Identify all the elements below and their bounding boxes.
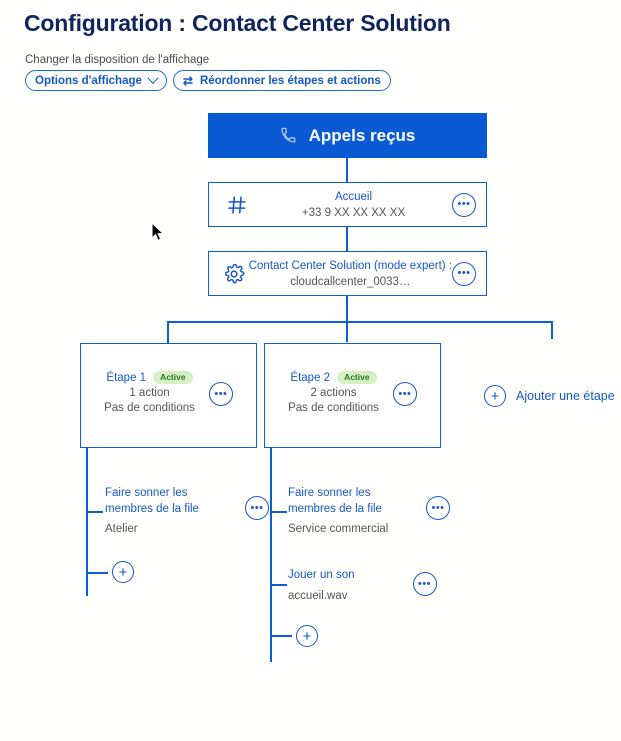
node-accueil[interactable]: Accueil +33 9 XX XX XX XX ••• [208, 182, 487, 227]
step-1-conditions: Pas de conditions [104, 402, 195, 414]
step-2-menu-button[interactable]: ••• [392, 382, 417, 406]
step-1-status-badge: Active [153, 371, 193, 384]
step-2-status-badge: Active [337, 371, 377, 384]
action-left-1-subtitle: Atelier [105, 523, 138, 536]
gear-icon [219, 263, 249, 285]
connector-branch-drop-left [167, 321, 169, 343]
node-contact-center-solution[interactable]: Contact Center Solution (mode expert) : … [208, 251, 487, 296]
page-title: Configuration : Contact Center Solution [24, 10, 451, 36]
reorder-steps-button[interactable]: ⇄ Réordonner les étapes et actions [172, 70, 391, 91]
action-left-1[interactable]: Faire sonner les membres de la file Atel… [105, 486, 269, 535]
action-right-1-menu-button[interactable]: ••• [426, 496, 450, 520]
action-right-2[interactable]: Jouer un son accueil.wav ••• [288, 568, 437, 602]
node-ccs-subtitle: cloudcallcenter_0033… [290, 275, 411, 288]
node-accueil-title: Accueil [334, 190, 373, 203]
connector-right-stub-1 [270, 511, 287, 513]
connector-ccs-trunk [346, 296, 348, 342]
action-left-1-menu-button[interactable]: ••• [245, 496, 269, 520]
step-card-1[interactable]: Étape 1 Active 1 action Pas de condition… [80, 343, 257, 448]
node-accueil-subtitle: +33 9 XX XX XX XX [301, 206, 406, 219]
action-right-2-subtitle: accueil.wav [288, 589, 348, 602]
action-right-1-subtitle: Service commercial [288, 523, 389, 536]
step-2-actions-count: 2 actions [310, 387, 357, 399]
plus-circle-icon: + [484, 385, 506, 407]
toolbar: Options d'affichage ⇄ Réordonner les éta… [25, 70, 391, 91]
keypad-hash-icon [219, 194, 255, 216]
node-ccs-menu-button[interactable]: ••• [452, 261, 476, 286]
chevron-down-icon [147, 72, 159, 84]
mouse-cursor [151, 221, 165, 242]
step-2-title: Étape 2 [290, 371, 331, 384]
connector-left-stub-add [86, 572, 108, 574]
node-accueil-menu-button[interactable]: ••• [452, 192, 476, 217]
step-card-2[interactable]: Étape 2 Active 2 actions Pas de conditio… [264, 343, 441, 448]
connector-branch-bus [167, 321, 553, 323]
step-1-menu-button[interactable]: ••• [208, 382, 233, 406]
connector-left-stub-1 [86, 511, 103, 513]
display-options-label: Options d'affichage [35, 74, 142, 87]
reorder-label: Réordonner les étapes et actions [199, 74, 381, 87]
add-step-label: Ajouter une étape [516, 389, 615, 403]
add-step-button[interactable]: + Ajouter une étape [484, 385, 615, 407]
connector-branch-drop-right [551, 321, 553, 339]
action-right-2-menu-button[interactable]: ••• [412, 572, 437, 596]
reorder-arrows-icon: ⇄ [182, 73, 193, 88]
banner-label: Appels reçus [308, 125, 416, 145]
step-1-title: Étape 1 [106, 371, 147, 384]
add-action-left-button[interactable]: + [112, 561, 134, 583]
display-options-button[interactable]: Options d'affichage [25, 70, 167, 91]
connector-right-stub-add [270, 635, 292, 637]
incoming-calls-banner[interactable]: Appels reçus [208, 113, 487, 158]
action-left-1-title: Faire sonner les membres de la file [105, 487, 199, 515]
phone-icon [280, 127, 297, 144]
connector-right-trunk [270, 448, 272, 662]
connector-right-stub-2 [270, 584, 287, 586]
toolbar-caption: Changer la disposition de l'affichage [25, 54, 210, 66]
connector-accueil-to-ccs [346, 227, 348, 251]
connector-banner-to-accueil [346, 158, 348, 182]
step-2-conditions: Pas de conditions [288, 402, 379, 414]
step-1-actions-count: 1 action [129, 387, 170, 399]
action-right-2-title: Jouer un son [288, 569, 355, 581]
action-right-1[interactable]: Faire sonner les membres de la file Serv… [288, 486, 450, 535]
add-action-right-button[interactable]: + [296, 625, 318, 647]
node-ccs-title: Contact Center Solution (mode expert) : [248, 259, 452, 272]
connector-left-trunk [86, 448, 88, 596]
action-right-1-title: Faire sonner les membres de la file [288, 487, 382, 515]
